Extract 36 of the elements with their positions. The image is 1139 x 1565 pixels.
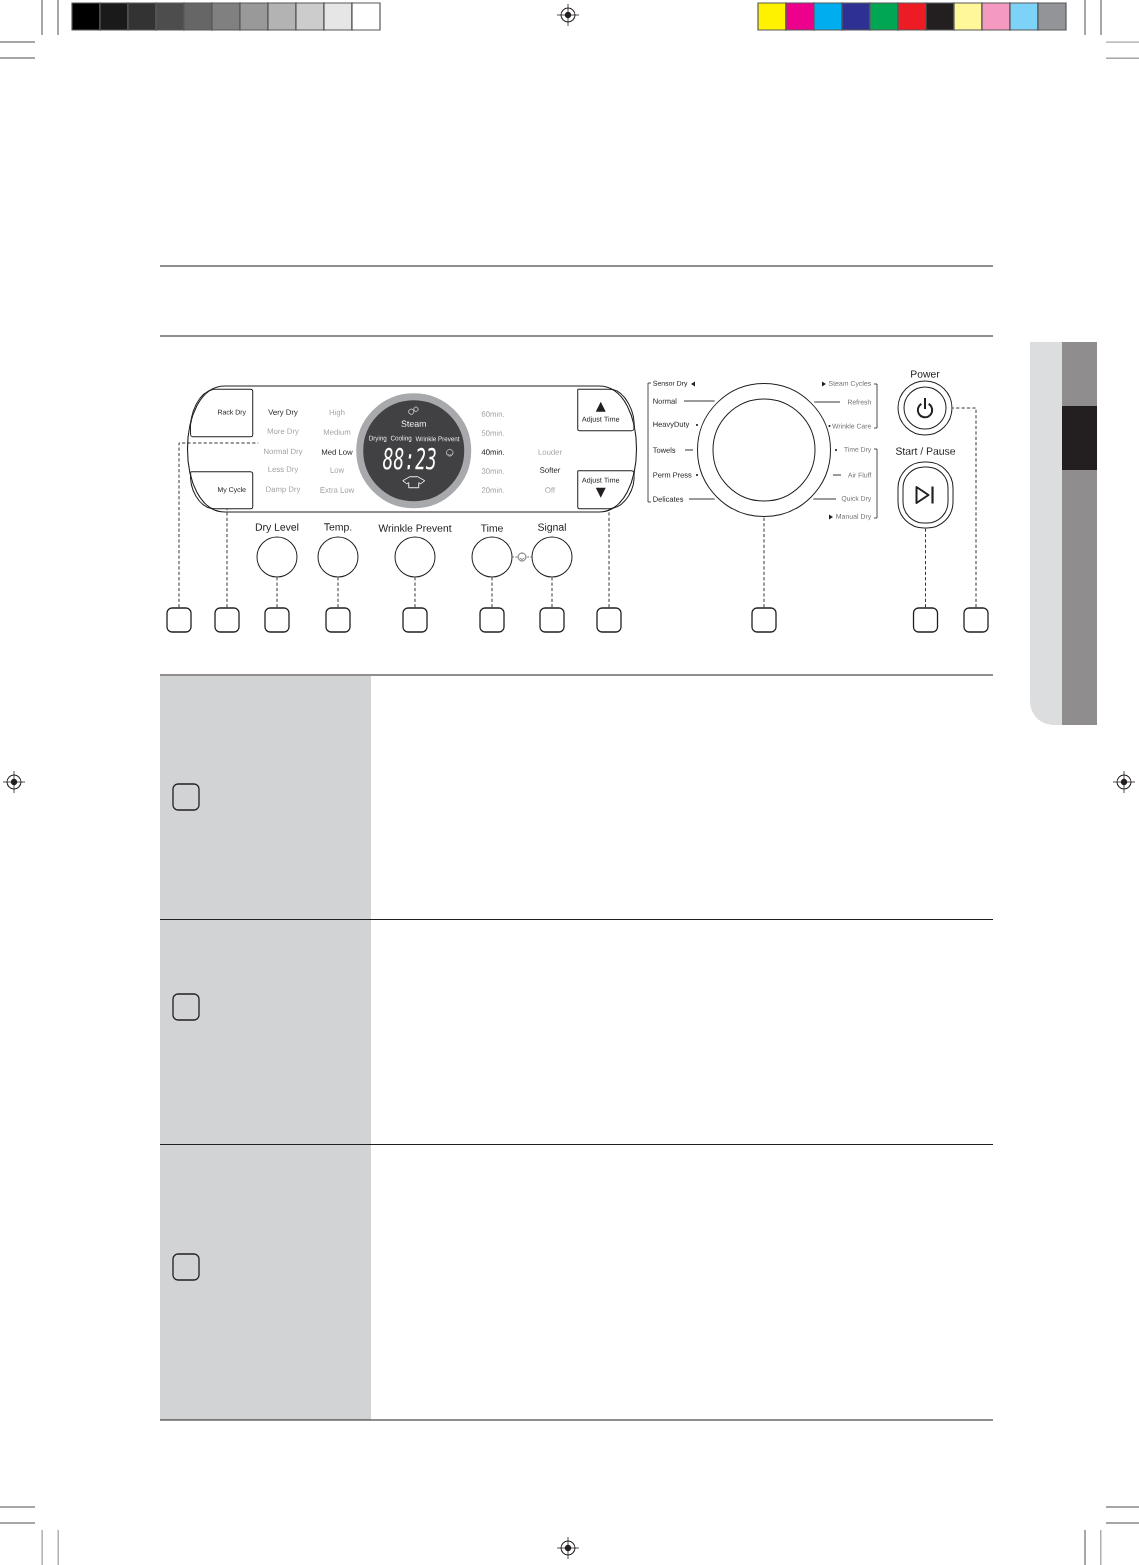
link-line <box>512 556 532 558</box>
callout-box <box>166 607 192 633</box>
display-label: Steam <box>401 420 426 427</box>
callout-box <box>264 607 290 633</box>
leader-line <box>226 508 228 608</box>
leader-line <box>925 528 926 608</box>
callout-box <box>963 607 989 633</box>
callout-box <box>172 1253 200 1281</box>
callout-box <box>479 607 505 633</box>
callout-box <box>751 607 777 633</box>
callout-box <box>539 607 565 633</box>
leader-line <box>491 577 493 608</box>
callout-box <box>214 607 240 633</box>
callout-box <box>402 607 428 633</box>
leader-line <box>608 508 610 608</box>
control-label: Power <box>911 370 940 378</box>
leader-line <box>551 577 553 608</box>
callout-box <box>172 783 200 811</box>
time-readout: 88:23 <box>383 447 436 470</box>
control-label: Temp. <box>324 523 352 533</box>
leader-line <box>952 407 977 608</box>
control-label: Start / Pause <box>895 447 956 455</box>
control-label: Dry Level <box>255 523 299 533</box>
leader-line <box>337 577 339 608</box>
control-label: Wrinkle Prevent <box>378 524 452 532</box>
leader-line <box>276 577 278 608</box>
control-label: Signal <box>538 523 566 533</box>
leader-line <box>414 577 416 608</box>
callout-box <box>912 607 939 633</box>
control-panel <box>186 385 638 513</box>
selector-dial <box>697 383 831 517</box>
callout-box <box>596 607 622 633</box>
leader-line <box>763 516 765 608</box>
callout-box <box>172 993 200 1021</box>
callout-box <box>325 607 351 633</box>
control-label: Time <box>480 524 503 532</box>
